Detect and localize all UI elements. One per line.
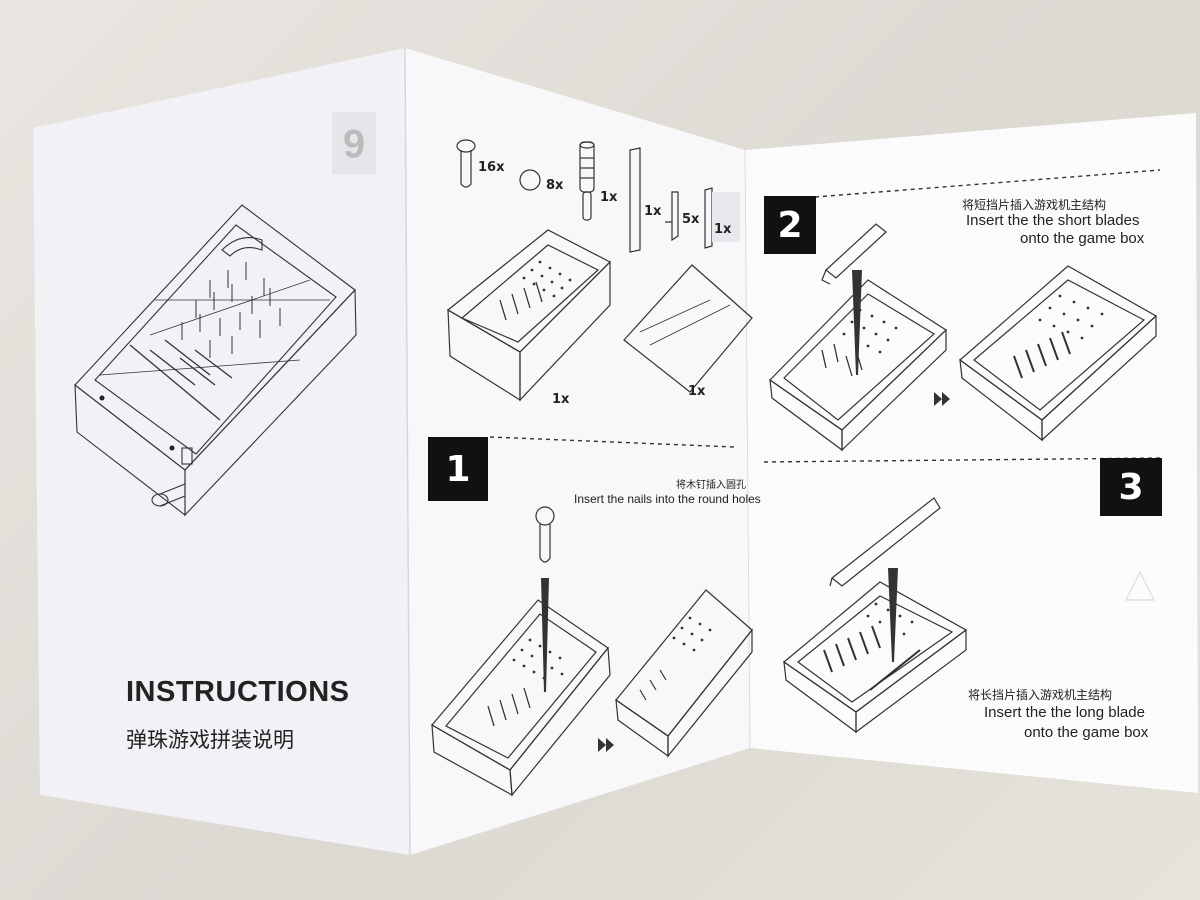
side-bar-icon	[704, 187, 713, 249]
short-blade-icon	[665, 191, 679, 242]
insert-arrow-icon	[541, 578, 549, 692]
step-3-badge: 3	[1100, 458, 1162, 516]
ball-qty: 8x	[546, 178, 564, 193]
step-1-text-en: Insert the nails into the round holes	[574, 492, 761, 506]
insert-arrow-icon	[852, 270, 862, 375]
step-2-text-en-line1: Insert the the short blades	[966, 212, 1140, 229]
plunger-icon	[579, 141, 595, 221]
step-3-text-cn: 将长挡片插入游戏机主结构	[968, 688, 1113, 702]
long-blade-qty: 1x	[644, 204, 662, 219]
step-1-text-cn: 将木钉插入圆孔	[676, 480, 746, 491]
fast-forward-icon	[934, 392, 950, 406]
cover-title: INSTRUCTIONS	[126, 676, 350, 708]
step-2-text-cn: 将短挡片插入游戏机主结构	[962, 198, 1107, 212]
step-2-badge: 2	[764, 196, 816, 254]
long-blade-icon	[629, 147, 641, 253]
middle-panel	[405, 48, 750, 855]
step-3-text-en-line2: onto the game box	[1024, 724, 1149, 741]
nail-qty: 16x	[478, 160, 505, 175]
insert-arrow-icon	[888, 568, 898, 662]
step-2-text-en-line2: onto the game box	[1020, 230, 1145, 247]
nail-icon	[456, 139, 476, 188]
game-box-icon	[446, 229, 612, 402]
cover-subtitle: 弹珠游戏拼装说明	[126, 728, 294, 752]
clear-cover-icon	[623, 264, 753, 393]
clear-cover-qty: 1x	[688, 384, 706, 399]
plunger-qty: 1x	[600, 190, 618, 205]
warning-icon	[1125, 570, 1155, 601]
side-bar-qty: 1x	[714, 222, 732, 237]
fast-forward-icon	[598, 738, 614, 752]
step-1-badge: 1	[428, 437, 488, 501]
game-box-qty: 1x	[552, 392, 570, 407]
cover-panel	[33, 48, 410, 855]
step-3-text-en-line1: Insert the the long blade	[984, 704, 1145, 721]
short-blade-qty: 5x	[682, 212, 700, 227]
ball-icon	[519, 169, 541, 191]
